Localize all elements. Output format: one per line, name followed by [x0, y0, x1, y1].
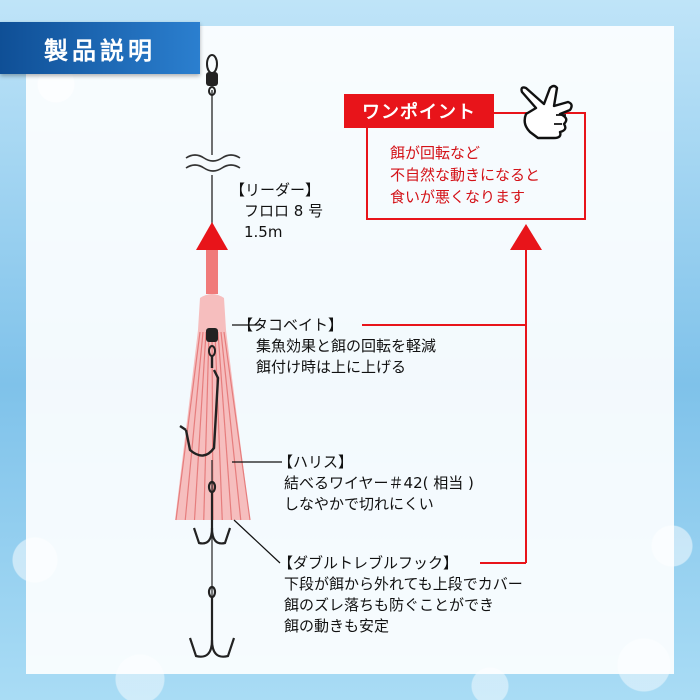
pointer-lines — [232, 324, 282, 564]
pointing-hand-icon — [520, 84, 573, 140]
line-break-icon — [185, 154, 241, 172]
swivel-icon — [206, 54, 218, 96]
up-arrow-icon — [196, 222, 228, 294]
treble-hook-icon — [192, 480, 232, 545]
one-point-connector — [362, 245, 527, 564]
double-treble-label: 【ダブルトレブルフック】 下段が餌から外れても上段でカバー 餌のズレ落ちも防ぐこ… — [278, 554, 523, 635]
skirt-strand — [220, 331, 242, 521]
one-point-arrow-icon — [510, 224, 542, 250]
harisu-label: 【ハリス】 結べるワイヤー＃42( 相当 ) しなやかで切れにくい — [278, 453, 474, 513]
hook-icon — [179, 356, 220, 457]
tako-bait-label: 【タコベイト】 集魚効果と餌の回転を軽減 餌付け時は上に上げる — [238, 316, 437, 376]
lower-treble-hook-icon — [188, 585, 236, 658]
one-point-title: ワンポイント — [344, 94, 494, 128]
page-title: 製品説明 — [0, 22, 200, 74]
skirt-strand — [217, 331, 233, 521]
skirt-strand — [214, 331, 223, 521]
skirt-strand — [184, 331, 204, 521]
content-panel — [26, 26, 674, 674]
skirt-strand — [223, 331, 251, 521]
skirt-strand — [175, 331, 201, 521]
one-point-text: 餌が回転など 不自然な動きになると 食いが悪くなります — [390, 144, 541, 206]
leader-label: 【リーダー】 フロロ 8 号 1.5m — [230, 181, 324, 241]
skirt-strand — [193, 331, 207, 521]
skirt-strand — [203, 331, 210, 521]
